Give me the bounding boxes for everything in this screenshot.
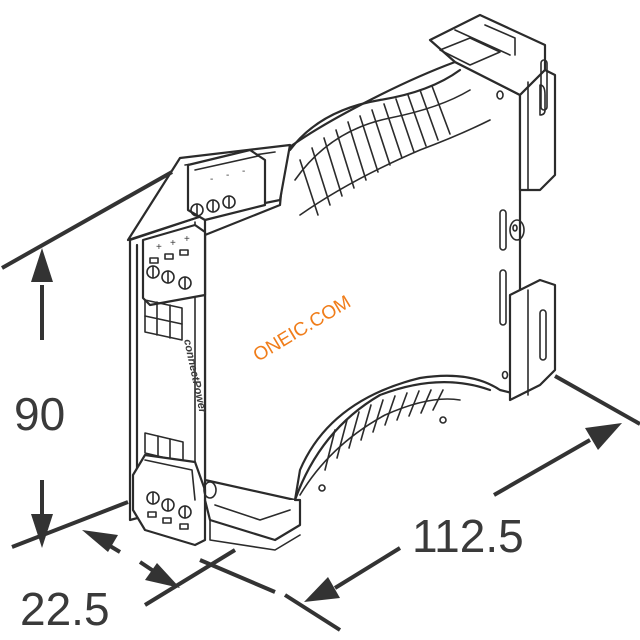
led-indicator-grid: [144, 299, 183, 341]
arrow-left-icon: [82, 530, 118, 552]
terminal-mark: +: [170, 238, 176, 249]
terminal-mark: +: [184, 234, 190, 245]
terminal-block-bottom: [131, 453, 207, 547]
terminal-mark: -: [242, 166, 245, 177]
device-body: - - - + + + connectPower: [126, 13, 557, 551]
width-value: 22.5: [20, 583, 110, 635]
height-value: 90: [14, 388, 65, 440]
arrow-down-icon: [31, 514, 53, 548]
cooling-fins-bottom: [324, 389, 444, 471]
dimension-width: 22.5: [20, 530, 276, 635]
dimension-height: 90: [1, 170, 173, 549]
terminal-mark: -: [226, 170, 229, 181]
arrow-right-icon: [145, 563, 180, 588]
arrow-up-icon: [31, 248, 53, 282]
terminal-block-lower: + + +: [141, 223, 207, 307]
depth-value: 112.5: [412, 510, 524, 562]
arrow-down-left-icon: [304, 577, 340, 602]
terminal-block-top: - - -: [186, 148, 267, 222]
dimension-depth: 112.5: [283, 374, 640, 632]
terminal-mark: -: [210, 174, 213, 185]
cooling-fins-top: [299, 85, 451, 216]
arrow-up-right-icon: [585, 423, 622, 450]
terminal-mark: +: [156, 242, 162, 253]
